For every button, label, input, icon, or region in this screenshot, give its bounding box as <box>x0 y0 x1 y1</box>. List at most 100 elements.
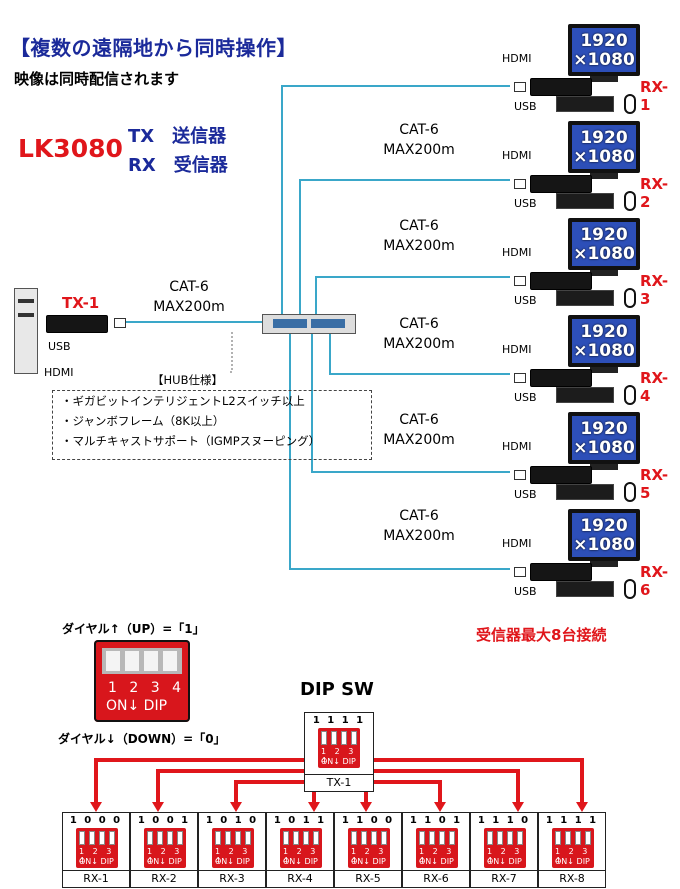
dip-on-text: ON↓ DIP <box>79 857 114 866</box>
resolution-line-1: 1920 <box>580 225 628 245</box>
tx-dip-cell: 1 1 1 1 1 2 3 4 ON↓ DIP TX-1 <box>304 712 374 792</box>
dip-cell-label: TX-1 <box>305 774 373 791</box>
cable-type: CAT-6 <box>399 218 439 234</box>
tx-label: TX-1 <box>62 294 100 312</box>
hub-spec-box: ・ギガビットインテリジェントL2スイッチ以上 ・ジャンボフレーム（8K以上） ・… <box>52 390 372 460</box>
dip-numbers: 1 2 3 4 <box>283 847 319 865</box>
monitor-icon: 1920×1080 <box>568 315 640 367</box>
rx-hdmi-label: HDMI <box>502 52 532 65</box>
resolution-line-1: 1920 <box>580 31 628 51</box>
page-subtitle: 映像は同時配信されます <box>14 70 180 88</box>
rx-device-icon <box>530 369 592 387</box>
rx-hdmi-label: HDMI <box>502 440 532 453</box>
monitor-stand-icon <box>590 561 618 567</box>
cable-type: CAT-6 <box>399 412 439 428</box>
tx-hdmi-label: HDMI <box>44 366 74 379</box>
rx-legend: RX 受信器 <box>128 155 228 176</box>
dip-cell-label: RX-3 <box>199 870 265 887</box>
pc-tower-icon <box>14 288 38 374</box>
cable-type: CAT-6 <box>399 122 439 138</box>
resolution-line-2: ×1080 <box>573 244 635 264</box>
resolution-line-1: 1920 <box>580 419 628 439</box>
tx-port-icon <box>114 318 126 328</box>
rx-port-icon <box>514 276 526 286</box>
page-title: 【複数の遠隔地から同時操作】 <box>10 36 297 60</box>
rx-port-icon <box>514 179 526 189</box>
dip-code: 1 1 0 0 <box>341 815 395 826</box>
dip-on-text: ON↓ DIP <box>555 857 590 866</box>
dip-numbers: 1 2 3 4 <box>79 847 115 865</box>
rx-device-icon <box>530 563 592 581</box>
dip-numbers: 1 2 3 4 <box>419 847 455 865</box>
monitor-stand-icon <box>590 464 618 470</box>
dip-switch-large-icon: 1 2 3 4 ON↓ DIP <box>94 640 190 722</box>
rx-usb-label: USB <box>514 294 537 307</box>
monitor-icon: 1920×1080 <box>568 509 640 561</box>
rx-usb-label: USB <box>514 100 537 113</box>
cable-type: CAT-6 <box>399 508 439 524</box>
resolution-line-1: 1920 <box>580 322 628 342</box>
monitor-icon: 1920×1080 <box>568 218 640 270</box>
hub-spec-item: ・ギガビットインテリジェントL2スイッチ以上 <box>61 394 305 408</box>
dial-up-note: ダイヤル↑（UP）=「1」 <box>62 622 205 636</box>
dip-numbers: 1 2 3 4 <box>555 847 591 865</box>
rx-usb-label: USB <box>514 391 537 404</box>
dip-code: 1 1 1 0 <box>477 815 531 826</box>
rx-device-icon <box>530 466 592 484</box>
rx-label: RX-1 <box>640 78 669 114</box>
dip-on-text: ON↓ DIP <box>147 857 182 866</box>
monitor-stand-icon <box>590 173 618 179</box>
cable-length: MAX200m <box>383 528 455 544</box>
monitor-stand-icon <box>590 367 618 373</box>
mouse-icon <box>624 579 636 599</box>
mouse-icon <box>624 482 636 502</box>
dip-on-text: ON↓ DIP <box>283 857 318 866</box>
cable-type: CAT-6 <box>169 279 209 295</box>
dip-code: 1 1 1 1 <box>545 815 599 826</box>
mouse-icon <box>624 385 636 405</box>
rx-hdmi-label: HDMI <box>502 246 532 259</box>
monitor-stand-icon <box>590 76 618 82</box>
tx-device-icon <box>46 315 108 333</box>
keyboard-icon <box>556 581 614 597</box>
keyboard-icon <box>556 290 614 306</box>
dip-cell-label: RX-8 <box>539 870 605 887</box>
dip-cell-label: RX-7 <box>471 870 537 887</box>
dip-numbers: 1 2 3 4 <box>215 847 251 865</box>
dip-numbers: 1 2 3 4 <box>147 847 183 865</box>
resolution-line-2: ×1080 <box>573 438 635 458</box>
dip-switch-icon: 1 2 3 4 ON↓ DIP <box>318 728 360 768</box>
dip-on-text: ON↓ DIP <box>215 857 250 866</box>
resolution-line-2: ×1080 <box>573 535 635 555</box>
cable-length: MAX200m <box>153 299 225 315</box>
mouse-icon <box>624 94 636 114</box>
mouse-icon <box>624 288 636 308</box>
hub-spec-item: ・ジャンボフレーム（8K以上） <box>61 414 225 428</box>
cable-type: CAT-6 <box>399 316 439 332</box>
rx-usb-label: USB <box>514 488 537 501</box>
cable-length: MAX200m <box>383 238 455 254</box>
dip-on-text: ON↓ DIP <box>106 698 168 714</box>
model-name: LK3080 <box>18 134 123 163</box>
keyboard-icon <box>556 484 614 500</box>
rx-label: RX-4 <box>640 369 669 405</box>
dip-cell-label: RX-1 <box>63 870 129 887</box>
dip-numbers: 1 2 3 4 <box>108 680 185 696</box>
dip-cell-label: RX-4 <box>267 870 333 887</box>
rx-port-icon <box>514 82 526 92</box>
dip-cell-label: RX-6 <box>403 870 469 887</box>
